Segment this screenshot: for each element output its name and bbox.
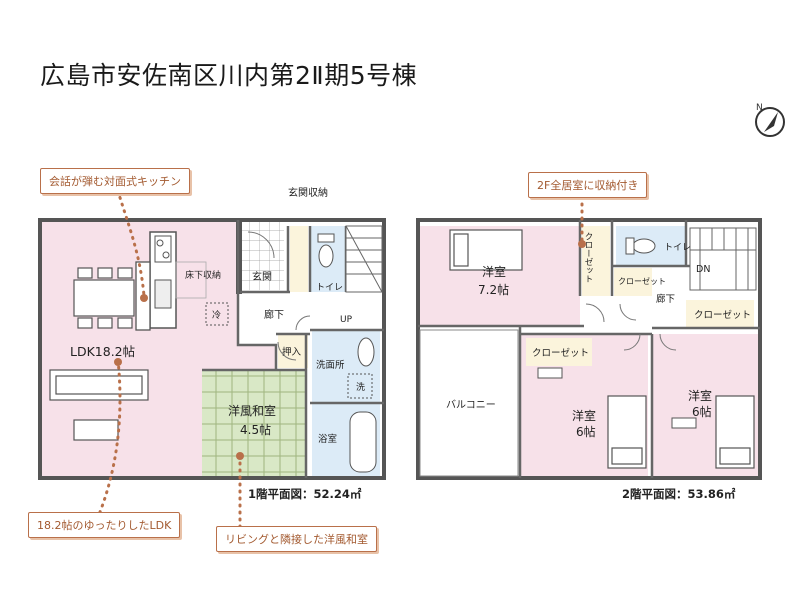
floor2-stairs: [689, 227, 757, 291]
floor2-plan: 洋室 7.2帖 クローゼット クローゼット トイレ DN 廊下 クローゼット ク…: [416, 218, 762, 480]
floor2-label-room3-closet: クローゼット: [694, 309, 751, 321]
floor1-label-hall: 廊下: [264, 308, 284, 321]
floor1-label-yukashita: 床下収納: [185, 269, 221, 281]
callout-kitchen: 会話が弾む対面式キッチン: [40, 168, 190, 194]
floor1-washer-space: [347, 373, 373, 399]
floor2-small-closet-area: [614, 268, 652, 296]
floor1-label-up: UP: [340, 315, 353, 325]
floor2-label-master-size: 7.2帖: [478, 282, 509, 297]
floor2-balcony-area: [419, 329, 519, 477]
floor1-label-ldk: LDK18.2帖: [70, 344, 135, 359]
floor2-label-master-closet: クローゼット: [583, 232, 593, 283]
floor1-sink: [154, 279, 172, 309]
floor2-label-balcony: バルコニー: [446, 399, 496, 411]
floor2-label-room2-name: 洋室: [572, 408, 596, 423]
floor1-wash-basin: [357, 337, 375, 367]
floor2-room2-closet-area: [526, 338, 592, 366]
callout-anchor-dots: [114, 240, 586, 460]
floor1-sofa: [49, 369, 149, 401]
floor1-fridge-space: [205, 302, 229, 326]
floor2-label-room3-size: 6帖: [692, 404, 712, 419]
floor1-entrance-storage-area: [290, 226, 308, 294]
floor1-toilet-bowl: [318, 244, 334, 268]
floor1-tv-board: [73, 419, 119, 441]
floor1-entrance-tile: [240, 220, 284, 290]
floor1-label-entrance: 玄関: [252, 270, 272, 283]
floor2-label-dn: DN: [696, 264, 710, 275]
floor2-label-hall: 廊下: [656, 293, 675, 305]
floor2-beds: [449, 229, 755, 469]
page-title: 広島市安佐南区川内第2Ⅱ期5号棟: [40, 61, 418, 90]
floor2-room3-closet-area: [686, 300, 754, 328]
floor1-label-bath: 浴室: [318, 433, 337, 445]
floor1-stove: [154, 235, 172, 263]
floor1-label-entrance-storage: 玄関収納: [288, 186, 328, 199]
floor2-outer-wall: [416, 218, 762, 480]
floor2-label-room2-closet: クローゼット: [532, 347, 589, 359]
floor1-label-senmen: 洗面所: [316, 359, 345, 371]
floor1-area-label: 1階平面図：52.24㎡: [248, 487, 362, 501]
floor2-label-room3-name: 洋室: [688, 388, 712, 403]
callout-ldk: 18.2帖のゆったりしたLDK: [28, 512, 181, 538]
callout-leaders: [98, 182, 584, 530]
floor2-toilet-bowl: [632, 238, 656, 254]
floor2-master-closet-area: [582, 226, 610, 296]
floor1-bathtub: [349, 411, 377, 473]
floor1-label-washer: 洗: [356, 381, 365, 393]
floor2-area-label: 2階平面図：53.86㎡: [622, 487, 736, 501]
floor1-stairs: [345, 225, 383, 293]
floor1-label-toilet: トイレ: [316, 283, 343, 293]
callout-storage: 2F全居室に収納付き: [528, 172, 648, 198]
floor1-oshiire-area: [278, 334, 308, 368]
callout-washitsu: リビングと隣接した洋風和室: [216, 526, 377, 552]
floor1-label-washitsu-size: 4.5帖: [240, 422, 271, 437]
floor2-label-room2-size: 6帖: [576, 424, 596, 439]
floor1-label-washitsu-name: 洋風和室: [228, 403, 276, 418]
floor2-desks: [537, 367, 697, 429]
floor1-label-oshiire: 押入: [282, 346, 302, 358]
compass-icon: N: [755, 103, 785, 137]
floor2-label-small-closet: クローゼット: [618, 276, 666, 286]
floor1-dining-set: [73, 267, 135, 329]
floor2-label-toilet: トイレ: [664, 243, 691, 253]
svg-text:N: N: [756, 103, 763, 113]
floor2-label-master-name: 洋室: [482, 264, 506, 279]
floor1-washitsu-area: [202, 370, 306, 478]
floor1-plan: 床下収納 冷 玄関 玄関収納 廊下 トイレ UP 押入 洗面所 洗 浴室 LDK…: [38, 186, 386, 480]
floor1-label-fridge: 冷: [212, 309, 221, 321]
floor1-underfloor-storage: [175, 261, 207, 299]
